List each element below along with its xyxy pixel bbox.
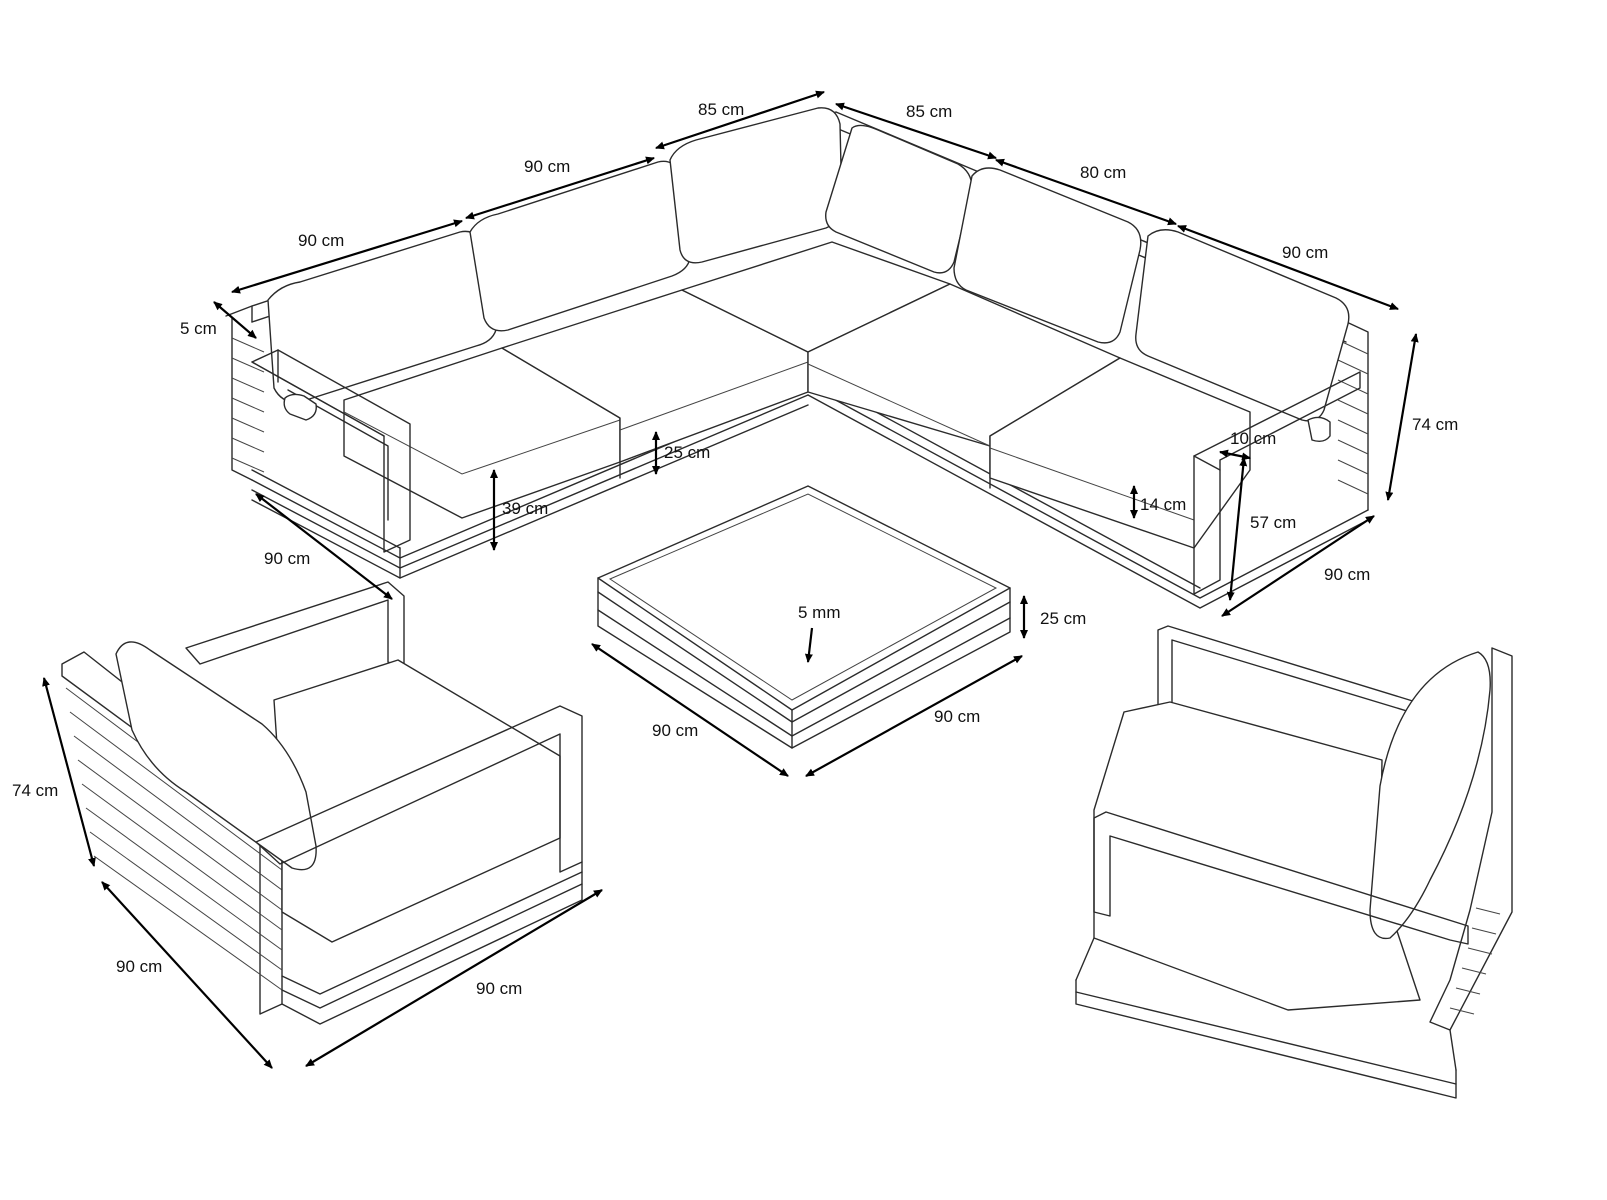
- label-arm-height: 57 cm: [1250, 513, 1296, 532]
- armchair-left-armrest: [255, 705, 583, 873]
- label-sectional-height: 74 cm: [1412, 415, 1458, 434]
- label-back-2: 90 cm: [524, 157, 570, 176]
- armchair-left-back-cushion: [115, 641, 317, 871]
- sectional-left-end-panel: [225, 305, 265, 481]
- label-chair-depth: 90 cm: [116, 957, 162, 976]
- label-back-6: 90 cm: [1282, 243, 1328, 262]
- dim-line-back-2: [465, 156, 655, 220]
- sectional-right-end-panel: [1337, 317, 1369, 511]
- armchair-left-back-arm: [185, 581, 405, 669]
- sectional-right-armrest: [1193, 371, 1361, 595]
- label-table-height: 25 cm: [1040, 609, 1086, 628]
- label-glass-thickness: 5 mm: [798, 603, 841, 622]
- dimension-labels: 90 cm 90 cm 85 cm 85 cm 80 cm 90 cm 5 cm…: [12, 100, 1458, 998]
- label-back-3: 85 cm: [698, 100, 744, 119]
- dim-line-armrest: [1219, 449, 1251, 461]
- armchair-right: [1075, 625, 1513, 1099]
- dim-line-chair-depth: [101, 881, 273, 1069]
- label-back-5: 80 cm: [1080, 163, 1126, 182]
- dim-line-glass: [804, 627, 814, 663]
- seat-cushion-5: [989, 357, 1251, 549]
- label-side-depth-right: 90 cm: [1324, 565, 1370, 584]
- sectional-left-armrest: [251, 349, 411, 553]
- table-glass: [608, 493, 998, 701]
- dim-line-back-1: [231, 219, 463, 294]
- table-top: [597, 485, 1011, 711]
- dim-line-chair-width: [305, 889, 603, 1067]
- label-base-height: 25 cm: [664, 443, 710, 462]
- armchair-right-side-panel: [1429, 647, 1513, 1031]
- dim-line-back-5: [995, 158, 1177, 226]
- armchair-right-back-cushion: [1369, 651, 1491, 940]
- dim-line-back-6: [1177, 224, 1399, 311]
- armchair-right-seat: [1093, 701, 1421, 1011]
- sectional-sofa: [225, 107, 1369, 609]
- dim-line-chair-height: [42, 677, 96, 867]
- dim-line-back-3: [655, 90, 825, 150]
- label-chair-height: 74 cm: [12, 781, 58, 800]
- label-table-width: 90 cm: [934, 707, 980, 726]
- armchair-right-armrest: [1093, 811, 1469, 945]
- dim-line-frame: [213, 301, 257, 339]
- armchair-left: [61, 581, 583, 1025]
- dim-line-back-4: [835, 102, 997, 160]
- label-chair-width: 90 cm: [476, 979, 522, 998]
- armchair-right-slats: [1449, 907, 1501, 1015]
- sectional-seat-cushions: [343, 241, 1251, 549]
- label-back-4: 85 cm: [906, 102, 952, 121]
- dim-line-side-right: [1221, 515, 1375, 617]
- dim-line-side-left: [255, 493, 393, 600]
- label-armrest-width: 10 cm: [1230, 429, 1276, 448]
- label-frame-thickness: 5 cm: [180, 319, 217, 338]
- dim-line-table-depth: [591, 643, 789, 777]
- label-back-1: 90 cm: [298, 231, 344, 250]
- dim-line-table-width: [805, 655, 1023, 777]
- label-seat-height: 39 cm: [502, 499, 548, 518]
- label-side-depth-left: 90 cm: [264, 549, 310, 568]
- dimension-lines: [42, 90, 1419, 1069]
- back-cushion-3: [669, 107, 843, 264]
- label-table-depth: 90 cm: [652, 721, 698, 740]
- label-cushion-thickness: 14 cm: [1140, 495, 1186, 514]
- dim-line-sectional-height: [1385, 333, 1419, 501]
